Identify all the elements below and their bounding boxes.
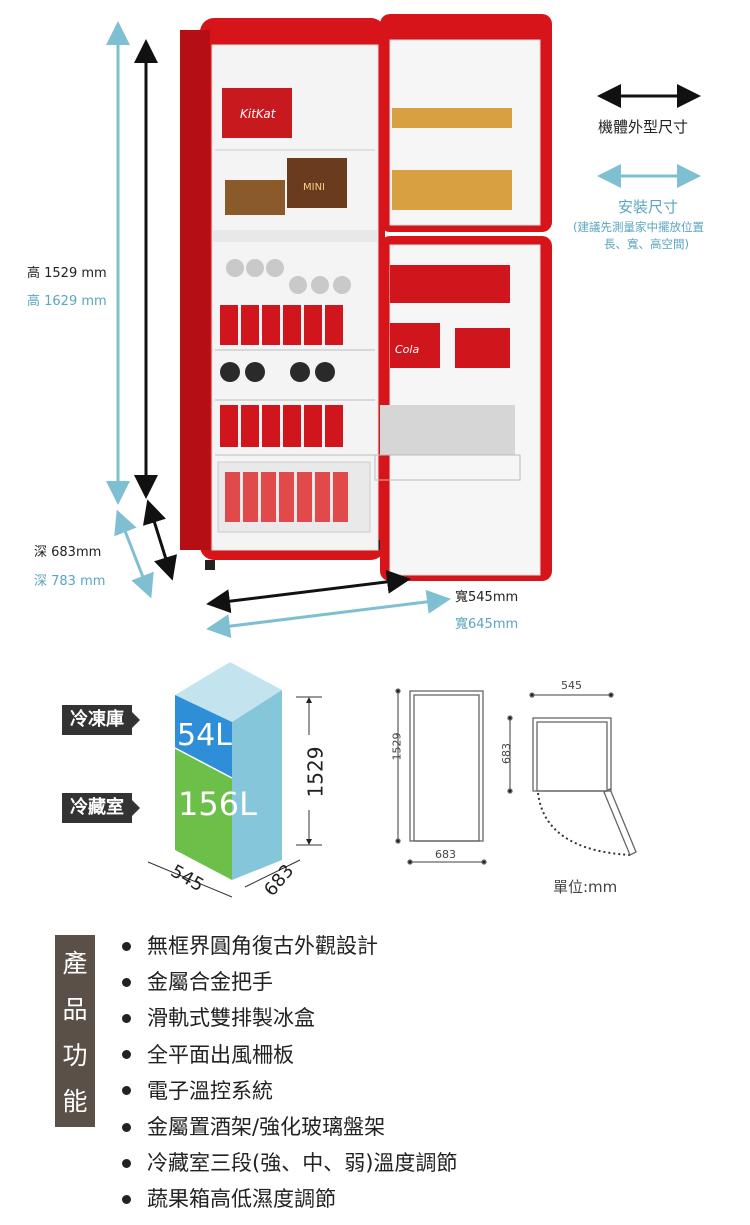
feature-item: 滑軌式雙排製冰盒 <box>122 1000 457 1036</box>
legend-install-note-2: 長、寬、高空間) <box>604 237 689 251</box>
features-title-char: 產 <box>62 949 88 978</box>
bullet-icon <box>122 1086 131 1096</box>
top-view-drawing <box>507 692 637 856</box>
feature-item: 全平面出風柵板 <box>122 1037 457 1073</box>
side-height-label: 1529 <box>390 732 404 761</box>
depth-install-label: 深 783 mm <box>34 574 106 589</box>
legend-install-note-1: (建議先測量家中擺放位置 <box>573 220 704 234</box>
freezer-volume: 54L <box>177 718 232 753</box>
feature-text: 冷藏室三段(強、中、弱)溫度調節 <box>147 1151 458 1176</box>
feature-item: 電子溫控系統 <box>122 1073 457 1109</box>
feature-text: 蔬果箱高低濕度調節 <box>147 1187 336 1212</box>
bullet-icon <box>122 1194 131 1204</box>
legend-install-size: 安裝尺寸 <box>618 198 679 216</box>
feature-item: 蔬果箱高低濕度調節 <box>122 1181 457 1217</box>
svg-text:Cola: Cola <box>395 343 419 356</box>
features-title-char: 能 <box>62 1087 88 1116</box>
height-install-label: 高 1629 mm <box>27 294 107 309</box>
width-body-label: 寬545mm <box>455 590 519 605</box>
fridge-label: 冷藏室 <box>62 793 140 823</box>
bullet-icon <box>122 1158 131 1168</box>
feature-text: 金屬置酒架/強化玻璃盤架 <box>147 1115 386 1140</box>
bullet-icon <box>122 1050 131 1060</box>
top-depth-label: 683 <box>500 743 513 764</box>
feature-item: 金屬置酒架/強化玻璃盤架 <box>122 1109 457 1145</box>
bullet-icon <box>122 977 131 987</box>
refrigerator-image: KitKat MINI Cola <box>180 14 552 581</box>
width-install-label: 寬645mm <box>455 617 519 632</box>
features-list: 無框界圓角復古外觀設計 金屬合金把手 滑軌式雙排製冰盒 全平面出風柵板 電子溫控… <box>122 928 457 1218</box>
bullet-icon <box>122 1013 131 1023</box>
height-body-label: 高 1529 mm <box>27 266 107 281</box>
feature-item: 冷藏室三段(強、中、弱)溫度調節 <box>122 1145 457 1181</box>
bullet-icon <box>122 941 131 951</box>
feature-text: 金屬合金把手 <box>147 970 273 995</box>
features-title-char: 品 <box>62 995 88 1024</box>
features-title-char: 功 <box>62 1041 88 1070</box>
feature-text: 全平面出風柵板 <box>147 1042 294 1067</box>
capacity-height: 1529 <box>303 746 328 798</box>
feature-text: 電子溫控系統 <box>147 1078 273 1103</box>
side-depth-label: 683 <box>435 848 456 861</box>
feature-item: 金屬合金把手 <box>122 964 457 1000</box>
svg-text:KitKat: KitKat <box>240 107 277 121</box>
capacity-box-graphic <box>147 662 322 898</box>
feature-text: 滑軌式雙排製冰盒 <box>147 1006 315 1031</box>
feature-text: 無框界圓角復古外觀設計 <box>147 934 378 959</box>
svg-text:MINI: MINI <box>303 182 325 193</box>
legend-body-size: 機體外型尺寸 <box>598 118 689 136</box>
depth-body-label: 深 683mm <box>34 545 102 560</box>
fridge-volume: 156L <box>178 785 257 823</box>
top-width-label: 545 <box>561 679 582 692</box>
unit-label: 單位:mm <box>553 878 618 896</box>
feature-item: 無框界圓角復古外觀設計 <box>122 928 457 964</box>
bullet-icon <box>122 1122 131 1132</box>
side-view-drawing <box>395 688 487 865</box>
freezer-label: 冷凍庫 <box>62 705 140 735</box>
features-title: 產 品 功 能 <box>55 935 95 1127</box>
